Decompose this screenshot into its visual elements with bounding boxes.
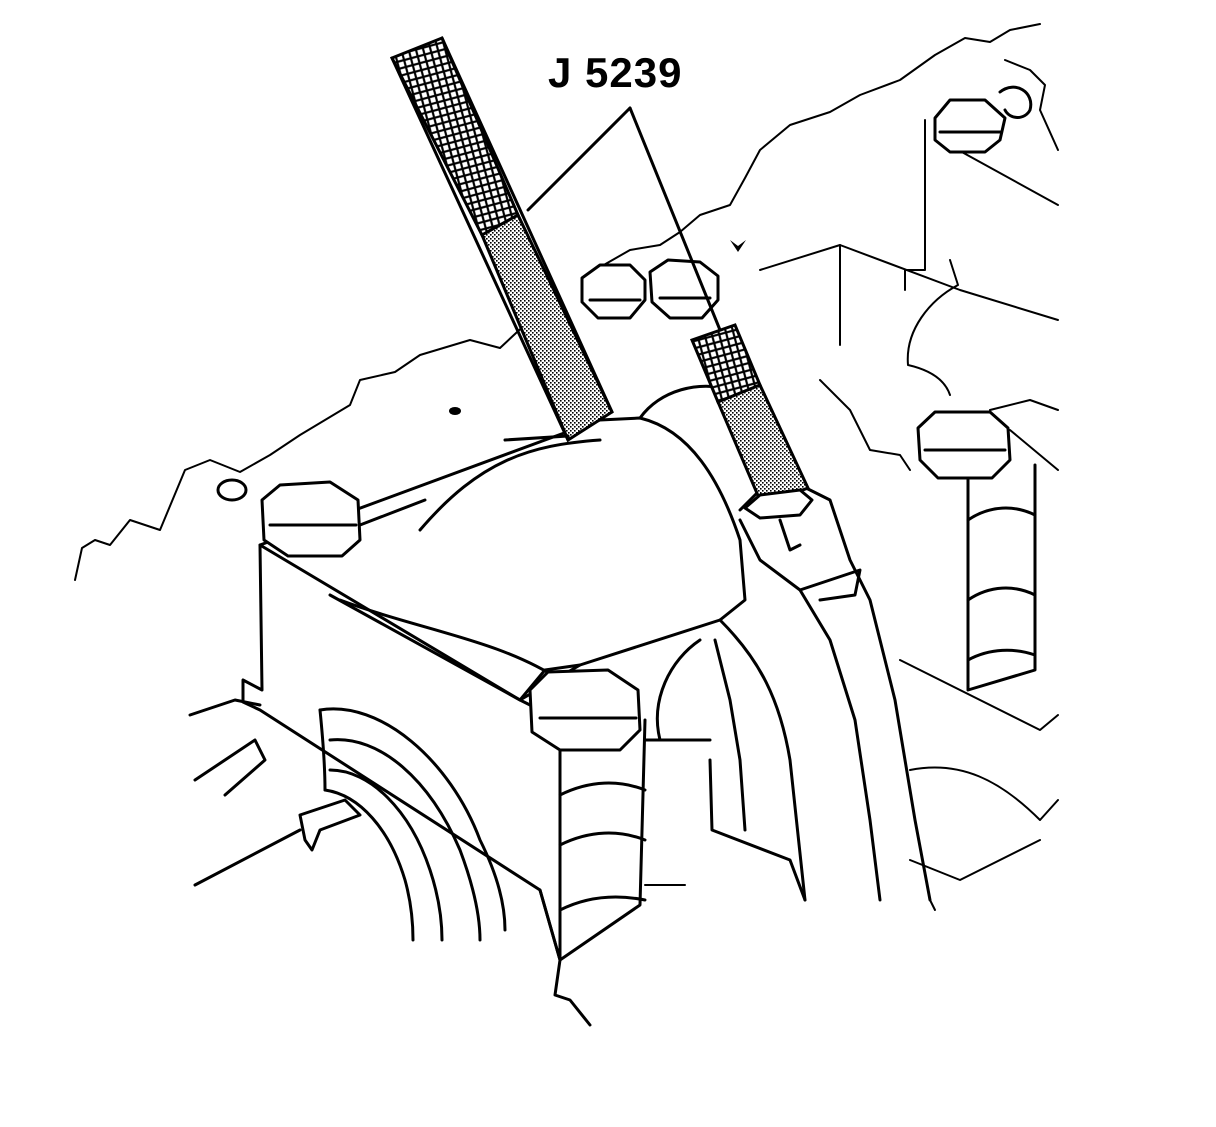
upper-bolt-right [648,258,720,320]
bolt-hole [216,478,248,502]
cap-bolt-right [916,410,1037,692]
crankshaft-journal [188,698,592,1027]
guide-rod-left [389,36,614,443]
rear-bolt [933,85,1033,154]
cap-bolt-left [260,480,362,558]
engine-block-outline [74,23,1059,581]
guide-rod-right [689,323,814,520]
locator-mark [449,407,461,415]
bearing-cap [241,384,747,962]
leader-line-right [628,106,722,332]
leader-line-left [526,106,632,212]
locator-mark [730,240,746,252]
lower-plate [644,659,1059,911]
upper-bolt-left [580,263,647,320]
cap-bolt-front [528,668,647,962]
tool-label: J 5239 [548,49,683,96]
